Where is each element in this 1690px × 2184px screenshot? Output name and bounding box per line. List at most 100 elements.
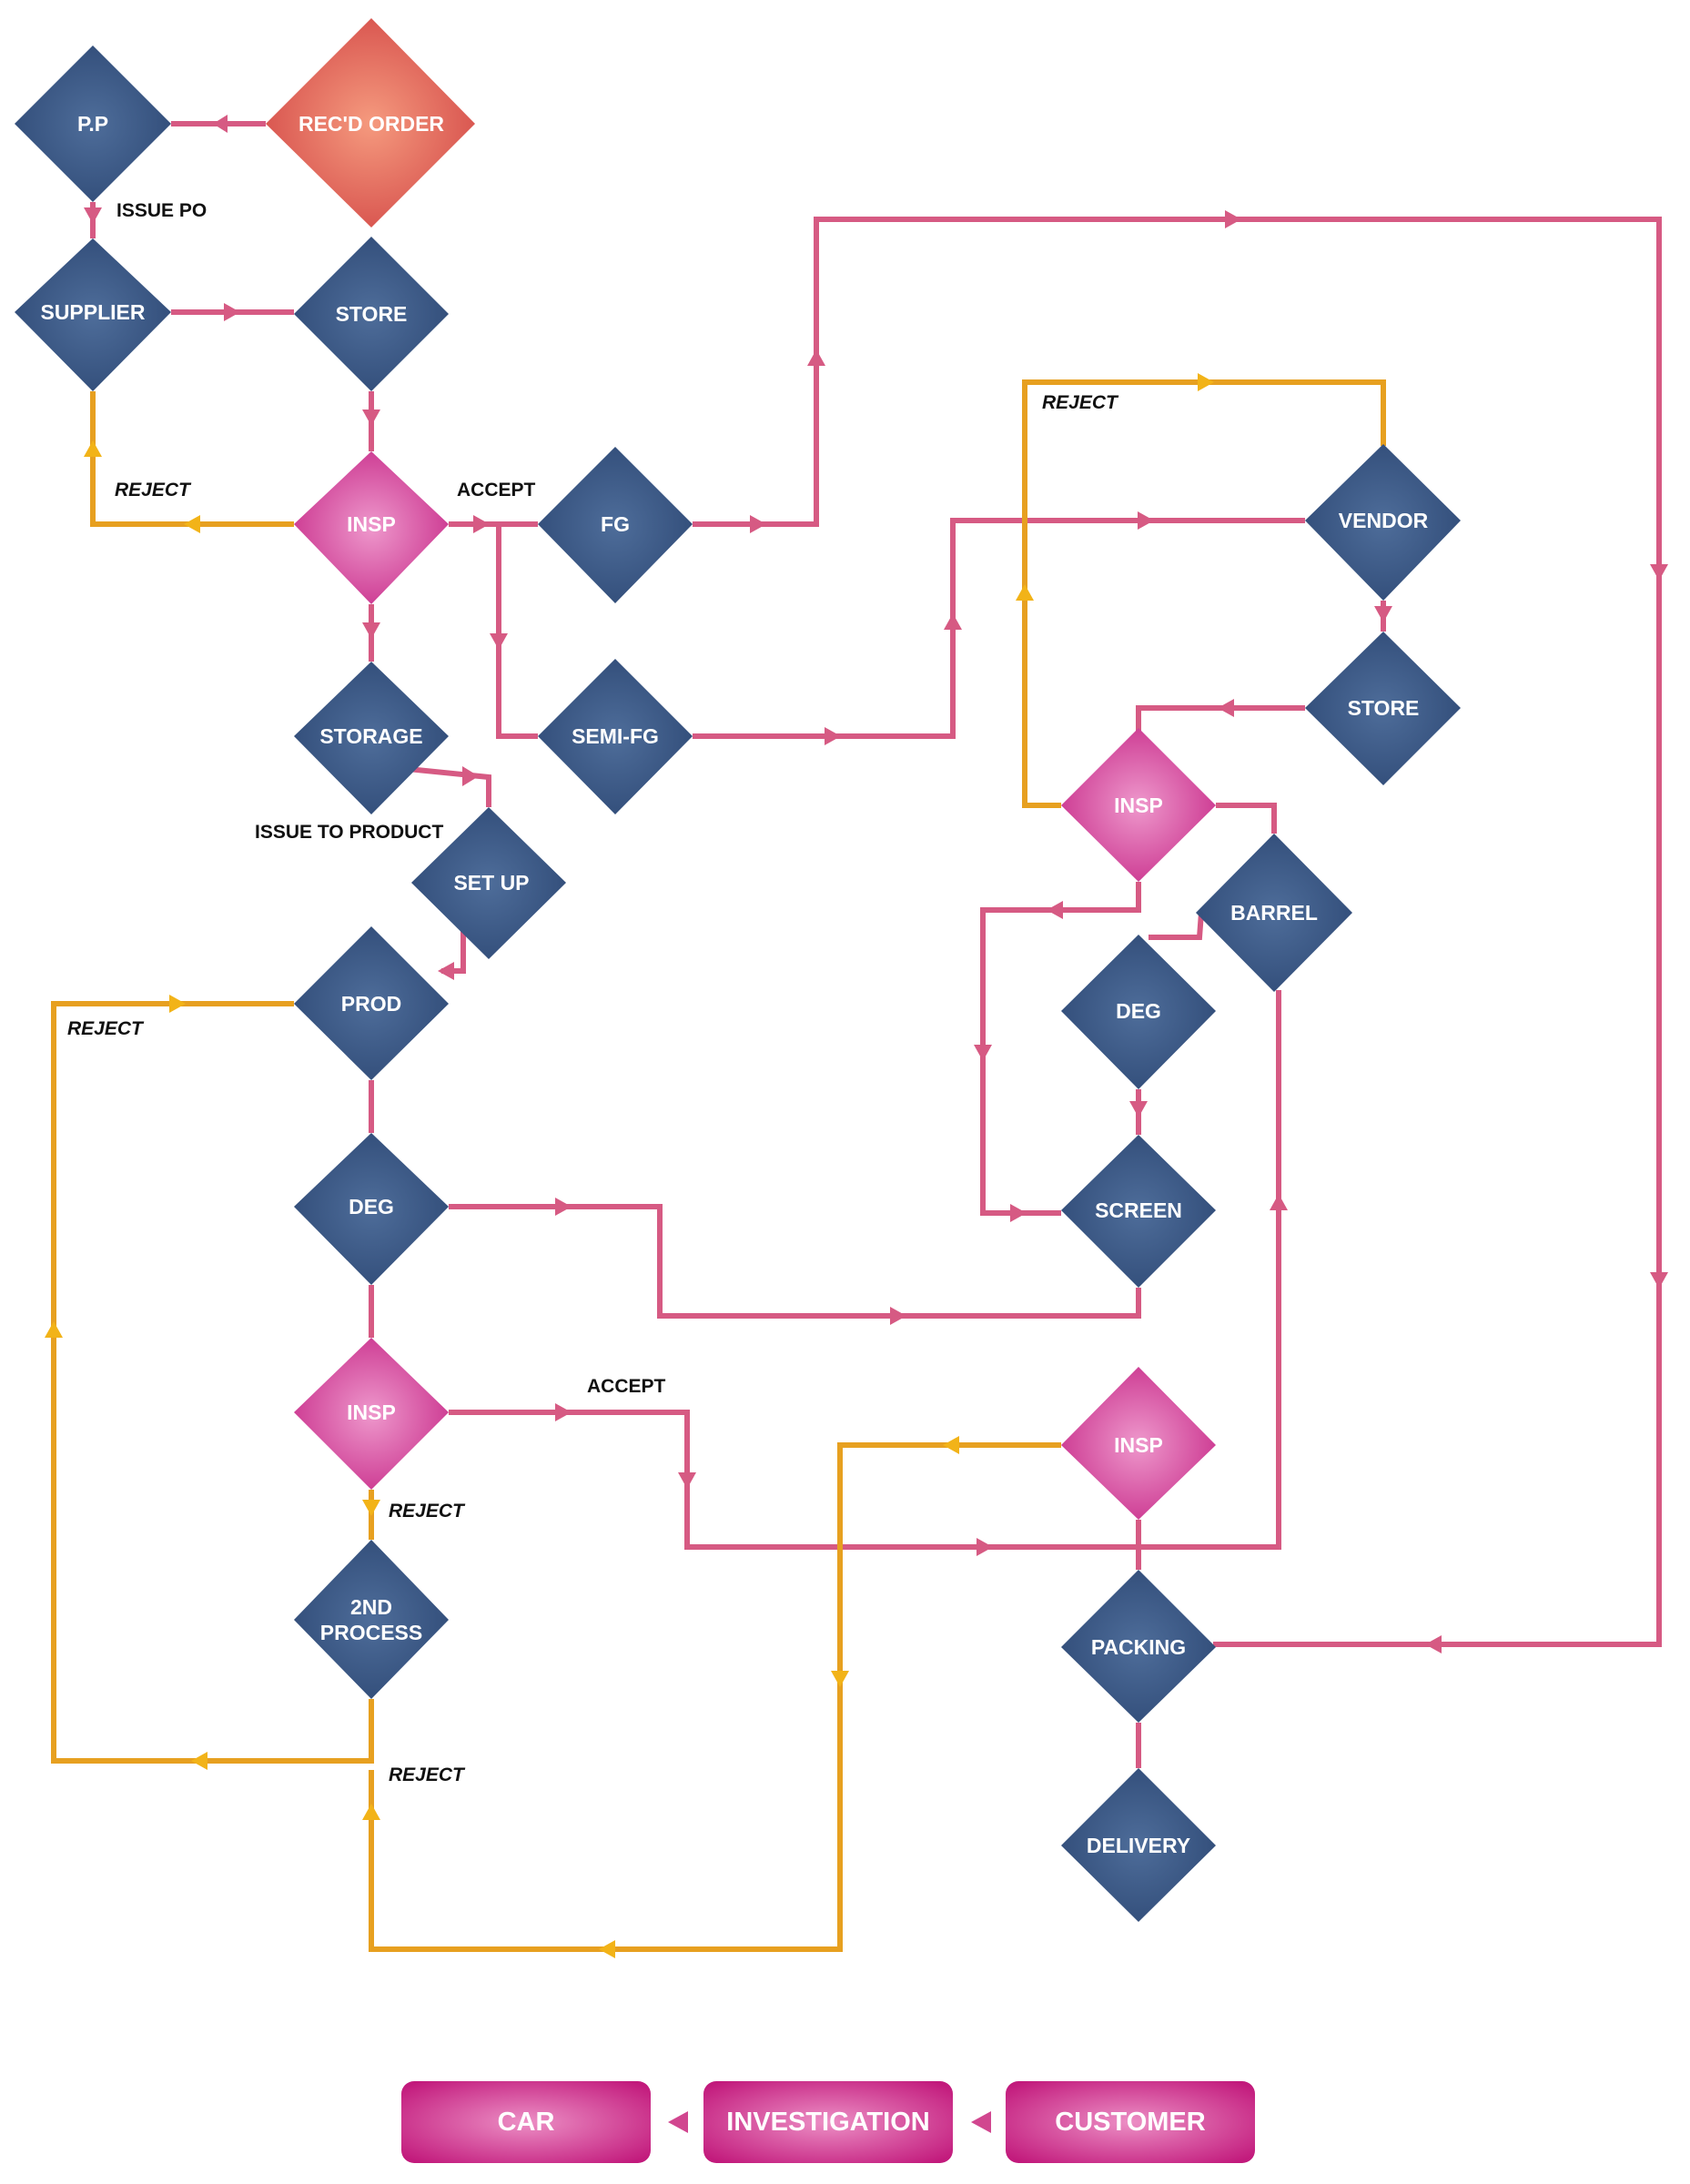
reject-insp3-to-vendor [1022,379,1386,808]
node-barrel-label: BARREL [1230,901,1318,925]
pill-car-label: CAR [498,2108,555,2137]
arrow-head [1016,584,1034,601]
node-fg-label: FG [601,512,630,536]
arrow-head [1374,606,1392,622]
node-vendor[interactable]: VENDOR [1305,444,1461,601]
node-2nd-process[interactable]: 2ND PROCESS [294,1540,449,1699]
reject-insp-to-supplier [90,391,294,527]
node-2nd-process-label-2: PROCESS [320,1621,422,1644]
pill-investigation[interactable]: INVESTIGATION [703,2081,953,2163]
node-packing-label: PACKING [1091,1635,1186,1659]
edge-insp-accept-route [449,990,1281,1550]
node-insp-2-label: INSP [347,1400,396,1424]
edge-semifg-to-vendor [693,518,1305,739]
arrow-head [1218,699,1234,717]
arrow-head [1225,210,1241,228]
arrow-head [944,613,962,630]
arrow-head [191,1752,207,1770]
node-store-1-label: STORE [336,302,408,326]
reject-lines [51,379,1386,1952]
node-deg-2[interactable]: DEG [1061,935,1216,1089]
pill-arrow-left [668,2111,688,2133]
arrow-head [184,515,200,533]
arrow-head [555,1403,572,1421]
node-insp-3[interactable]: INSP [1061,728,1216,882]
arrow-head [84,207,102,224]
node-screen[interactable]: SCREEN [1061,1135,1216,1288]
arrow-head [974,1045,992,1061]
arrow-head [462,766,479,786]
arrow-head [1047,901,1063,919]
node-pp-label: P.P [77,112,108,136]
pill-arrow-left [971,2111,991,2133]
label-reject-2nd-in: REJECT [389,1501,466,1522]
edge-insp3-to-screen-loop [980,882,1141,1216]
edge-barrel-to-deg [1149,912,1204,940]
node-semi-fg[interactable]: SEMI-FG [538,659,693,814]
label-issue-to-product: ISSUE TO PRODUCT [255,822,443,843]
arrow-head [750,515,766,533]
pill-customer[interactable]: CUSTOMER [1006,2081,1255,2163]
arrow-head [362,622,380,639]
node-insp-4[interactable]: INSP [1061,1367,1216,1520]
node-prod[interactable]: PROD [294,926,449,1080]
node-insp-3-label: INSP [1114,794,1163,817]
arrow-head [224,303,240,321]
arrow-head [831,1671,849,1687]
label-issue-po: ISSUE PO [116,200,207,221]
arrow-head [825,727,841,745]
node-supplier-label: SUPPLIER [40,300,145,324]
node-store-1[interactable]: STORE [294,237,449,391]
node-fg[interactable]: FG [538,447,693,603]
arrow-head [599,1940,615,1958]
node-semi-fg-label: SEMI-FG [572,724,659,748]
reject-insp4-loop [369,1442,1061,1952]
node-set-up[interactable]: SET UP [411,807,566,959]
edge-store-to-insp3 [1136,705,1305,733]
arrow-head [977,1538,993,1556]
arrow-head [1650,564,1668,581]
node-prod-label: PROD [341,992,401,1016]
node-delivery[interactable]: DELIVERY [1061,1768,1216,1922]
node-recd-order[interactable]: REC'D ORDER [266,18,475,228]
arrow-head [45,1321,63,1338]
node-supplier[interactable]: SUPPLIER [15,238,171,391]
reject-2nd-to-prod [51,1001,374,1764]
flow-lines [90,121,1662,1768]
node-store-2-label: STORE [1348,696,1420,720]
arrow-head [555,1198,572,1216]
footer-flow: CAR INVESTIGATION CUSTOMER [401,2081,1255,2163]
arrow-head [213,115,228,133]
node-deg-1[interactable]: DEG [294,1133,449,1285]
node-insp-4-label: INSP [1114,1433,1163,1457]
label-reject-prod: REJECT [67,1018,145,1039]
node-packing[interactable]: PACKING [1061,1570,1216,1723]
arrow-head [890,1307,906,1325]
arrow-head [1129,1101,1148,1117]
node-delivery-label: DELIVERY [1087,1834,1190,1857]
arrow-head [678,1472,696,1489]
node-deg-1-label: DEG [349,1195,394,1218]
arrow-head [943,1436,959,1454]
arrow-head [1425,1635,1442,1653]
arrow-head [1650,1272,1668,1289]
arrow-head [362,1804,380,1820]
node-insp-2[interactable]: INSP [294,1338,449,1490]
pill-car[interactable]: CAR [401,2081,651,2163]
node-set-up-label: SET UP [453,871,529,895]
node-pp[interactable]: P.P [15,46,171,202]
label-reject-2nd-out: REJECT [389,1764,466,1785]
arrow-head [438,962,454,980]
node-vendor-label: VENDOR [1339,509,1429,532]
node-barrel[interactable]: BARREL [1196,834,1352,992]
edge-insp-to-semifg [496,524,538,739]
node-insp-1[interactable]: INSP [294,451,449,604]
node-storage[interactable]: STORAGE [294,662,449,814]
node-store-2[interactable]: STORE [1305,632,1461,785]
pill-customer-label: CUSTOMER [1055,2108,1205,2137]
arrow-head [362,410,380,426]
node-insp-1-label: INSP [347,512,396,536]
pill-investigation-label: INVESTIGATION [726,2108,929,2137]
arrow-head [362,1500,380,1516]
node-deg-2-label: DEG [1116,999,1161,1023]
